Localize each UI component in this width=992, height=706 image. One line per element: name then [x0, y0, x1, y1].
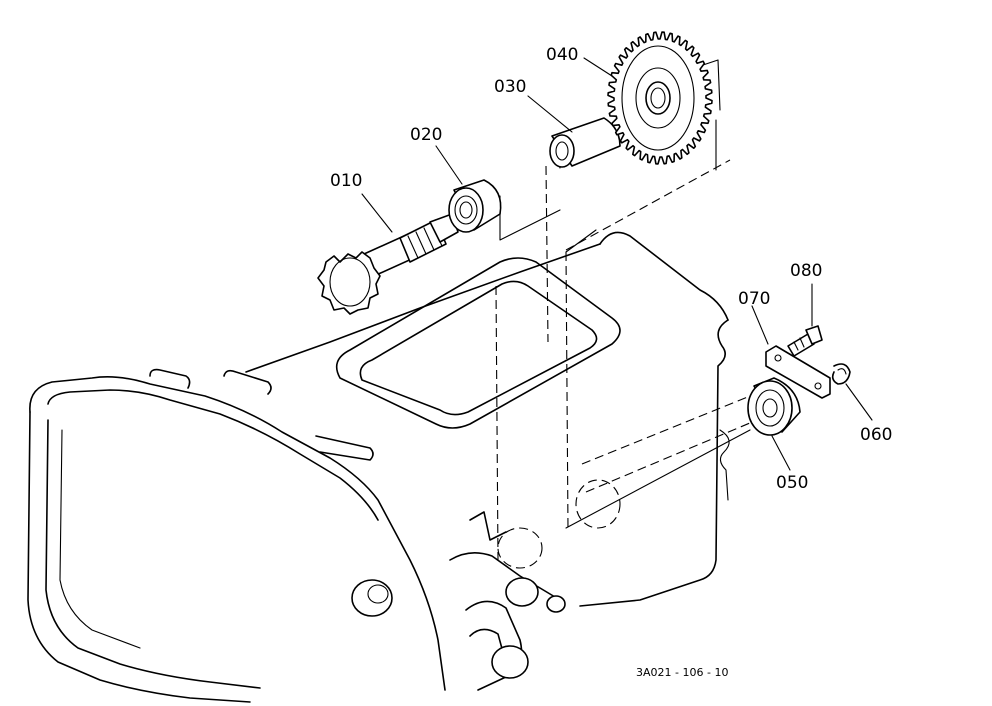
part-070-retainer-plate — [765, 345, 831, 399]
label-020: 020 — [410, 125, 442, 145]
part-050-ball-bearing — [747, 377, 801, 436]
part-040-spur-gear — [607, 31, 713, 165]
label-060: 060 — [860, 425, 892, 445]
part-080-bolt — [787, 325, 823, 357]
part-010-pinion-shaft — [317, 213, 459, 315]
part-030-sleeve — [549, 117, 621, 168]
leader-lines — [361, 57, 873, 471]
transmission-housing — [27, 231, 730, 703]
label-030: 030 — [494, 77, 526, 97]
part-labels: 010 020 030 040 050 060 070 080 — [330, 45, 892, 493]
label-040: 040 — [546, 45, 578, 65]
label-080: 080 — [790, 261, 822, 281]
label-050: 050 — [776, 473, 808, 493]
drawing-code: 3A021 - 106 - 10 — [636, 666, 728, 679]
label-010: 010 — [330, 171, 362, 191]
part-060-snap-ring — [831, 363, 851, 385]
part-020-ball-bearing — [448, 179, 502, 233]
label-070: 070 — [738, 289, 770, 309]
